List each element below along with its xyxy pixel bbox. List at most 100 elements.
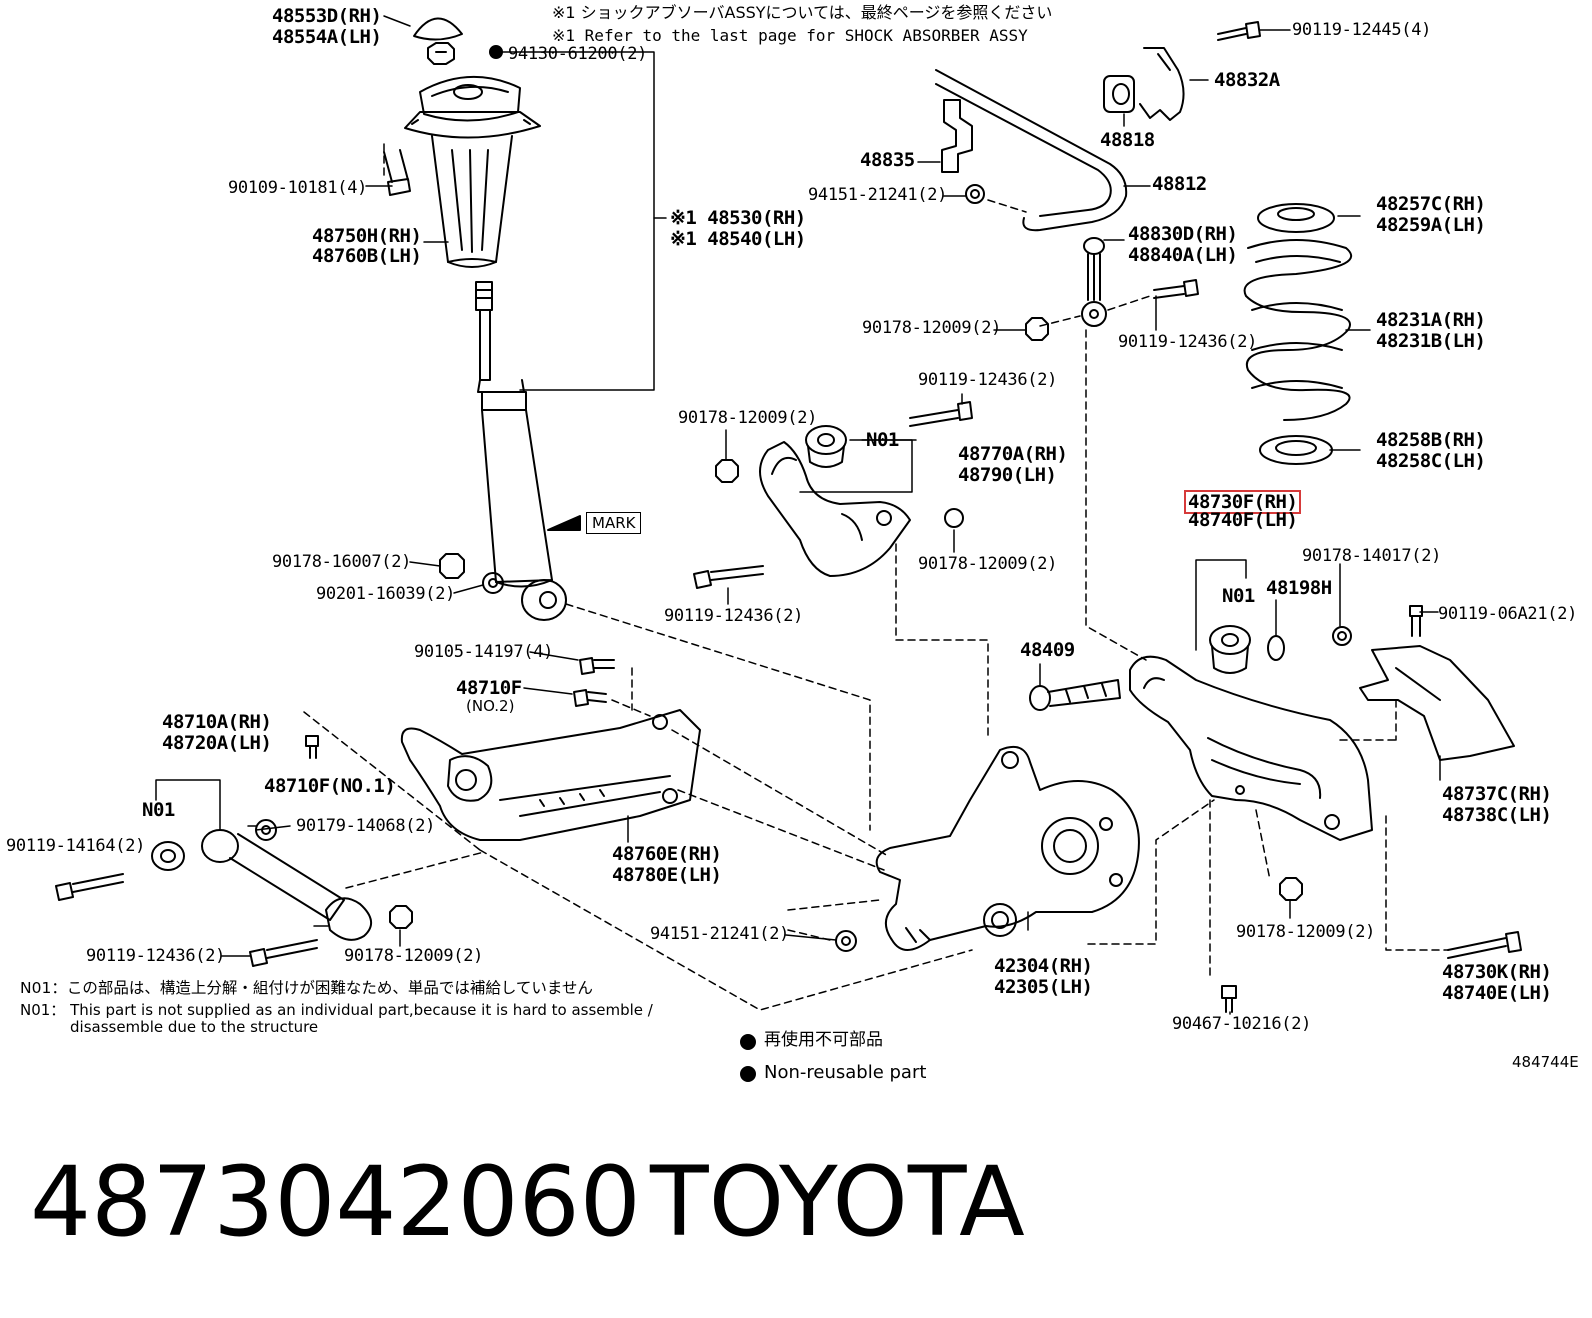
- legend-dot-jp: [740, 1034, 756, 1050]
- bolt-90119-12436-a: [249, 939, 318, 967]
- bolt-48710F-no2: [573, 689, 607, 707]
- bushing-N01-upper: [805, 425, 847, 468]
- leader-48730F: [1195, 559, 1247, 651]
- label-48710F-no1: 48710F(NO.1): [264, 775, 396, 797]
- nut-94151-a: [965, 184, 985, 204]
- label-90178-12009-a: 90178-12009(2): [344, 946, 484, 966]
- coil-spring: [1243, 239, 1353, 421]
- label-48835: 48835: [860, 149, 915, 171]
- mark-pointer: [547, 515, 581, 531]
- label-48553D: 48553D(RH): [272, 5, 382, 27]
- label-48231B: 48231B(LH): [1376, 330, 1486, 352]
- n01-note-en-1: N01： This part is not supplied as an ind…: [20, 1001, 653, 1019]
- label-90178-12009-e: 90178-12009(2): [1236, 922, 1376, 942]
- legend-dot-en: [740, 1066, 756, 1082]
- label-90119-06A21: 90119-06A21(2): [1438, 604, 1578, 624]
- strut-nut: [427, 42, 455, 65]
- ref-note-en: ※1 Refer to the last page for SHOCK ABSO…: [552, 26, 1028, 45]
- label-48730K: 48730K(RH): [1442, 961, 1552, 983]
- bump-stopper-boot: [431, 135, 513, 268]
- nut-94151-b: [835, 930, 857, 952]
- dashed-connectors: [303, 143, 1449, 1011]
- label-48738C: 48738C(LH): [1442, 804, 1552, 826]
- bracket-48835: [941, 99, 973, 173]
- label-94130: 94130-61200(2): [508, 44, 648, 64]
- bracket-48832A: [1139, 47, 1185, 121]
- nut-90178-12009-c: [715, 459, 739, 483]
- label-N01-left: N01: [142, 799, 175, 821]
- bolt-90119-12436-d: [693, 565, 764, 589]
- label-48258C: 48258C(LH): [1376, 450, 1486, 472]
- bolt-90119-14164: [55, 873, 124, 901]
- label-48832A: 48832A: [1214, 69, 1280, 91]
- strut-bolt: [383, 149, 411, 196]
- lower-arm-48730F: [1129, 655, 1373, 841]
- label-48770A: 48770A(RH): [958, 443, 1068, 465]
- label-48730F-highlighted: 48730F(RH): [1184, 490, 1302, 514]
- legend-en: Non-reusable part: [764, 1062, 927, 1083]
- bushing-48818: [1103, 75, 1135, 113]
- spring-upper-seat: [1257, 203, 1335, 233]
- leader-lines: [221, 15, 1441, 1015]
- washer-48198H: [1267, 635, 1285, 661]
- label-48740F: 48740F(LH): [1188, 509, 1298, 531]
- bolt-90119-12445: [1217, 21, 1261, 41]
- bolt-90119-06A21: [1409, 605, 1423, 637]
- label-90119-12436-a: 90119-12436(2): [86, 946, 226, 966]
- label-48818: 48818: [1100, 129, 1155, 151]
- strut-upper-mount: [404, 75, 541, 139]
- label-48780E: 48780E(LH): [612, 864, 722, 886]
- label-48737C: 48737C(RH): [1442, 783, 1552, 805]
- trailing-arm-48760E: [400, 709, 701, 841]
- nut-90178-16007: [439, 553, 465, 579]
- label-42304: 42304(RH): [994, 955, 1093, 977]
- label-48259A: 48259A(LH): [1376, 214, 1486, 236]
- bolt-90119-12436-b: [1153, 279, 1199, 299]
- bolt-90467: [1221, 985, 1237, 1013]
- label-90467: 90467-10216(2): [1172, 1014, 1312, 1034]
- rear-axle-carrier-42304: [875, 746, 1140, 951]
- diagram-id: 484744E: [1512, 1053, 1579, 1071]
- label-48258B: 48258B(RH): [1376, 429, 1486, 451]
- brand-name: TOYOTA: [650, 1146, 1025, 1258]
- label-90105: 90105-14197(4): [414, 642, 554, 662]
- stabilizer-bar: [935, 69, 1128, 232]
- nut-90178-12009-b: [1025, 317, 1049, 341]
- spring-lower-seat: [1259, 435, 1333, 465]
- lateral-arm-48710A: [201, 829, 372, 941]
- label-90178-12009-c: 90178-12009(2): [678, 408, 818, 428]
- label-48840A: 48840A(LH): [1128, 244, 1238, 266]
- label-48540: ※1 48540(LH): [670, 228, 806, 250]
- label-90119-12445: 90119-12445(4): [1292, 20, 1432, 40]
- label-90119-14164: 90119-14164(2): [6, 836, 146, 856]
- leader-48530: [499, 51, 655, 391]
- label-48530: ※1 48530(RH): [670, 207, 806, 229]
- label-90119-12436-b: 90119-12436(2): [1118, 332, 1258, 352]
- bolt-48710F-no1: [305, 735, 319, 759]
- label-48790: 48790(LH): [958, 464, 1057, 486]
- shock-absorber: [475, 281, 567, 621]
- cam-bolt-48409: [1029, 679, 1121, 711]
- label-48257C: 48257C(RH): [1376, 193, 1486, 215]
- label-90178-12009-d: 90178-12009(2): [918, 554, 1058, 574]
- label-90178-14017: 90178-14017(2): [1302, 546, 1442, 566]
- mark-label: MARK: [586, 512, 642, 534]
- label-90178-12009-b: 90178-12009(2): [862, 318, 1002, 338]
- bushing-N01-left: [151, 841, 185, 871]
- bushing-N01-lower: [1209, 625, 1251, 674]
- stabilizer-link: [1081, 237, 1107, 327]
- label-90119-12436-c: 90119-12436(2): [918, 370, 1058, 390]
- bolt-90105: [579, 657, 615, 675]
- label-N01-upper: N01: [866, 429, 899, 451]
- label-42305: 42305(LH): [994, 976, 1093, 998]
- nut-90178-14017: [1332, 626, 1352, 646]
- bolt-48730K: [1447, 931, 1522, 959]
- label-90119-12436-d: 90119-12436(2): [664, 606, 804, 626]
- cover-48737C: [1359, 645, 1515, 761]
- label-90178-16007: 90178-16007(2): [272, 552, 412, 572]
- label-90179: 90179-14068(2): [296, 816, 436, 836]
- label-48812: 48812: [1152, 173, 1207, 195]
- label-94151-b: 94151-21241(2): [650, 924, 790, 944]
- label-48760B: 48760B(LH): [312, 245, 422, 267]
